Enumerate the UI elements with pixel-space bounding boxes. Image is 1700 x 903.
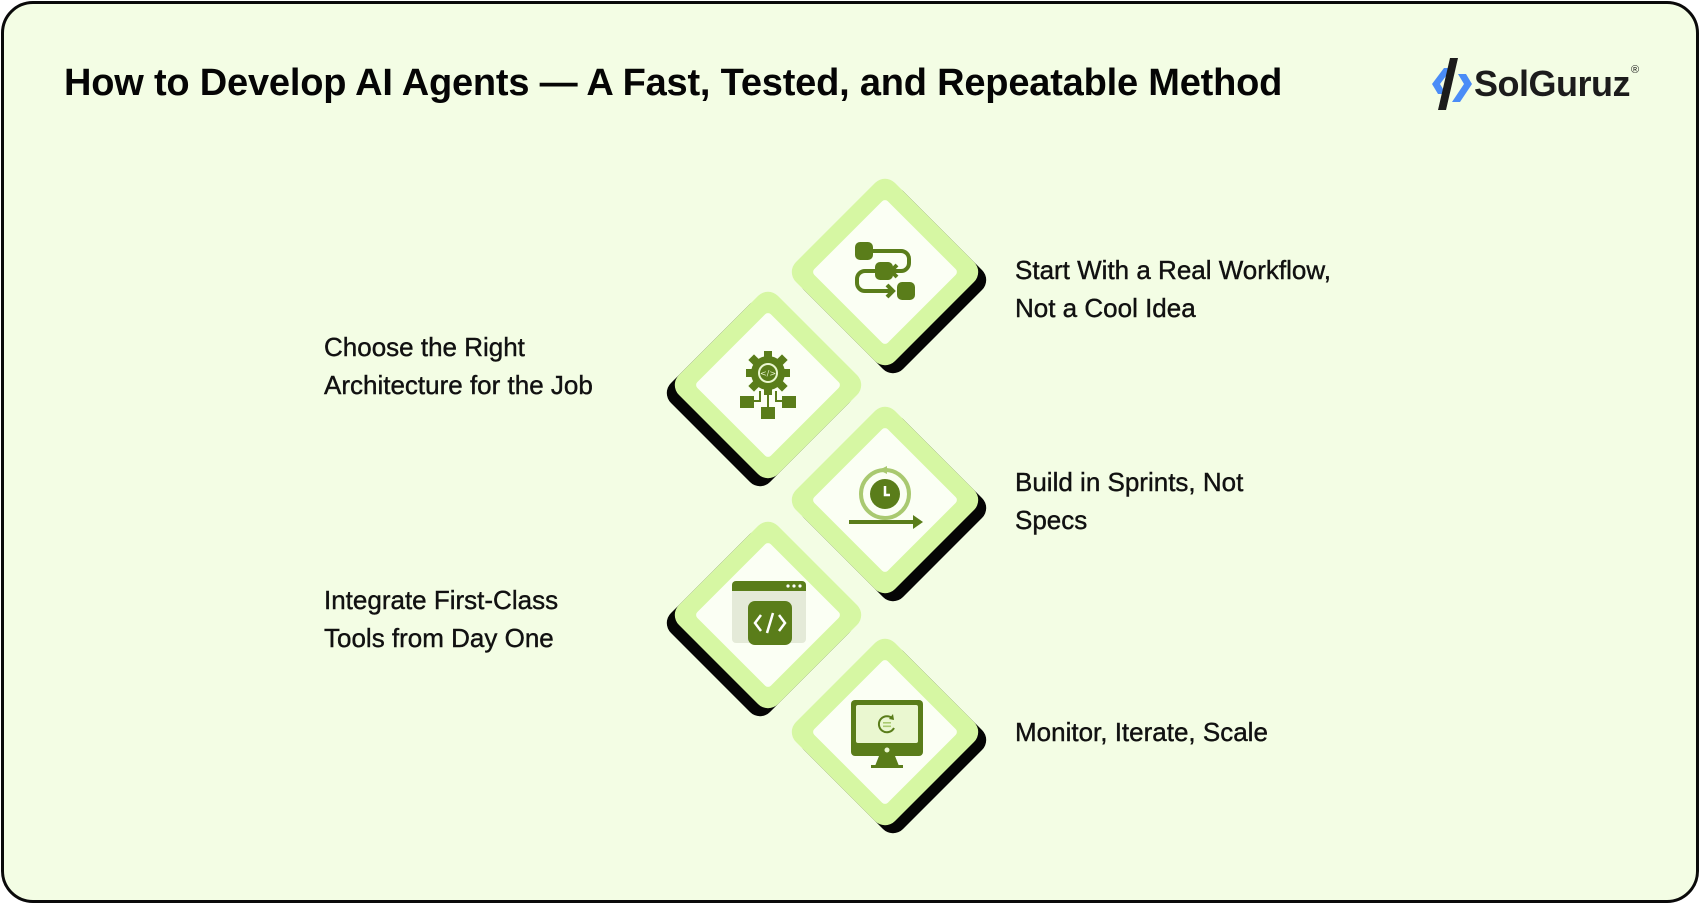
- step-1-label: Start With a Real Workflow,Not a Cool Id…: [1015, 255, 1331, 323]
- solguruz-logo-mark-icon: [1432, 58, 1472, 110]
- page-title: How to Develop AI Agents — A Fast, Teste…: [64, 62, 1283, 104]
- logo-wordmark: SolGuruz: [1474, 63, 1631, 104]
- monitor-refresh-icon: [851, 700, 923, 768]
- code-window-icon: [732, 581, 806, 645]
- step-5-label: Monitor, Iterate, Scale: [1015, 717, 1268, 747]
- svg-text:</>: </>: [760, 369, 776, 378]
- registered-mark: ®: [1631, 64, 1640, 76]
- sprint-clock-icon: [849, 466, 923, 529]
- solguruz-logo: SolGuruz ®: [1432, 56, 1639, 112]
- workflow-icon: [855, 242, 915, 300]
- gear-architecture-icon: </>: [740, 351, 796, 419]
